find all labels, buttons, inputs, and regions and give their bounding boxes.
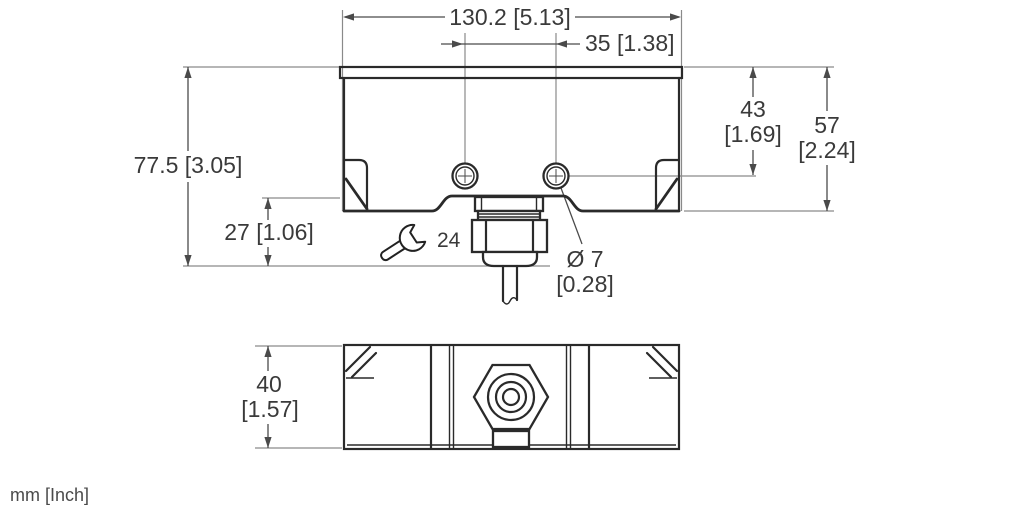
hex-nut-outline <box>472 363 550 431</box>
units-label: mm [Inch] <box>10 485 89 505</box>
corner-chamfer-left <box>344 345 378 379</box>
body-height-inch-label: [2.24] <box>798 137 856 163</box>
mounting-hole-left <box>451 162 479 190</box>
right-bracket <box>654 158 681 211</box>
arrow-icon <box>264 346 272 357</box>
hole-inner <box>455 166 475 186</box>
hole-spacing-label: 35 [1.38] <box>585 30 675 56</box>
cable-break-line <box>502 297 518 305</box>
depth-inch-label: [1.57] <box>241 396 299 422</box>
gland-projection-label: 27 [1.06] <box>224 219 314 245</box>
hole-offset-inch-label: [1.69] <box>724 121 782 147</box>
body-height-mm-label: 57 <box>814 112 840 138</box>
right-chamfer <box>654 177 679 211</box>
gland-circle-inner <box>501 387 521 407</box>
gland-hex-nut <box>470 218 549 254</box>
arrow-icon <box>264 198 272 209</box>
dimension-lines <box>184 13 831 448</box>
arrow-icon <box>264 437 272 448</box>
hole-diameter-inch-label: [0.28] <box>556 271 614 297</box>
arrow-icon <box>670 13 681 21</box>
division-lines <box>429 344 591 450</box>
overall-width-label: 130.2 [5.13] <box>449 4 571 30</box>
depth-mm-label: 40 <box>256 371 282 397</box>
front-view <box>338 65 684 305</box>
wrench-size-label: 24 <box>437 229 461 252</box>
gland-bottom-view <box>472 363 550 449</box>
dimension-labels: 130.2 [5.13] 35 [1.38] 77.5 [3.05] 27 [1… <box>10 4 856 505</box>
arrow-icon <box>749 67 757 78</box>
arrow-icon <box>184 67 192 78</box>
mounting-hole-right <box>542 162 570 190</box>
arrow-icon <box>749 164 757 175</box>
arrow-icon <box>184 255 192 266</box>
arrow-icon <box>343 13 354 21</box>
cable-gland <box>470 195 549 305</box>
front-top-bar <box>338 65 684 80</box>
left-bracket <box>342 158 369 211</box>
gland-circle-outer <box>486 372 536 422</box>
arrow-icon <box>556 40 567 48</box>
arrow-icon <box>452 40 463 48</box>
left-chamfer <box>344 177 369 211</box>
corner-chamfer-right <box>645 345 679 379</box>
gland-ring <box>476 209 542 222</box>
hole-offset-mm-label: 43 <box>740 96 766 122</box>
cable-stub <box>491 429 531 449</box>
hole-diameter-mm-label: Ø 7 <box>566 246 603 272</box>
bottom-view <box>342 343 681 451</box>
overall-height-label: 77.5 [3.05] <box>134 152 243 178</box>
gland-circle-middle <box>494 380 528 414</box>
gland-dome <box>481 250 539 268</box>
arrow-icon <box>823 67 831 78</box>
wrench-icon <box>380 223 427 262</box>
arrow-icon <box>264 255 272 266</box>
hole-inner <box>546 166 566 186</box>
gland-collar <box>473 195 545 213</box>
bottom-outline <box>342 343 681 451</box>
arrow-icon <box>823 200 831 211</box>
